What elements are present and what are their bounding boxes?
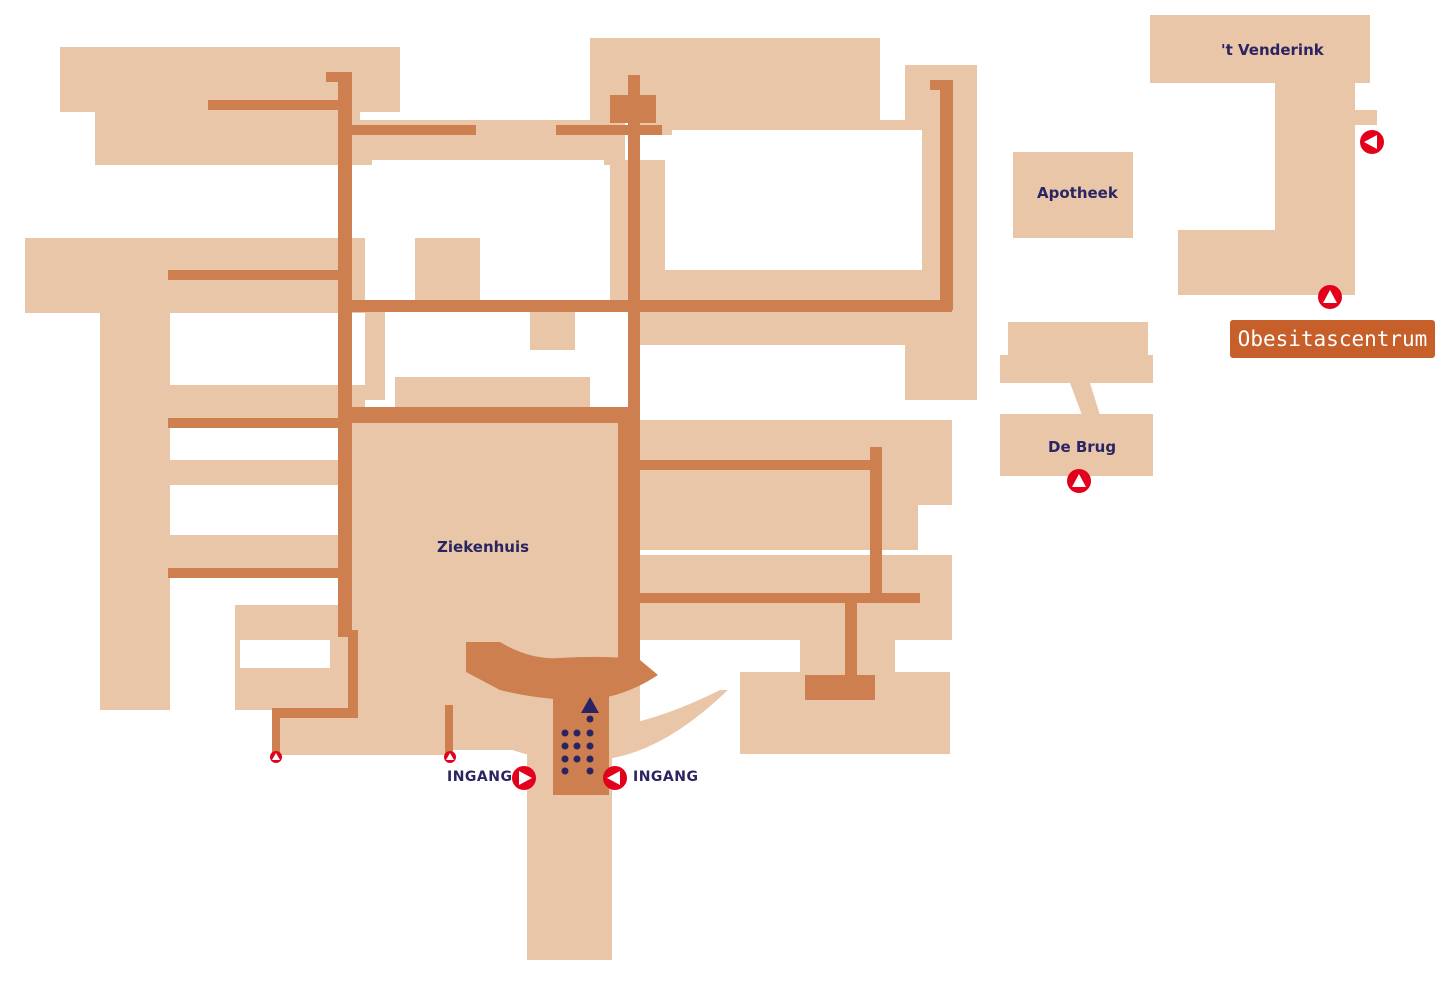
obesitascentrum-callout[interactable]: Obesitascentrum	[1230, 320, 1435, 358]
entrance-up-icon[interactable]	[1067, 469, 1091, 493]
label-venderink: 't Venderink	[1221, 41, 1324, 59]
entrance-up-small-icon[interactable]	[444, 751, 456, 763]
label-de-brug: De Brug	[1048, 438, 1117, 456]
label-ingang-left: INGANG	[447, 769, 513, 785]
entrance-up-small-icon[interactable]	[270, 751, 282, 763]
corridors	[168, 72, 953, 795]
entrance-left-icon[interactable]	[603, 766, 627, 790]
parking-dots	[561, 715, 594, 775]
building-cutouts	[170, 130, 922, 668]
entrance-right-icon[interactable]	[512, 766, 536, 790]
you-are-here-icon	[581, 697, 599, 713]
entrance-left-icon[interactable]	[1360, 130, 1384, 154]
label-apotheek: Apotheek	[1037, 184, 1118, 202]
label-ingang-right: INGANG	[633, 769, 699, 785]
label-ziekenhuis: Ziekenhuis	[437, 538, 530, 556]
entrance-up-icon[interactable]	[1318, 285, 1342, 309]
